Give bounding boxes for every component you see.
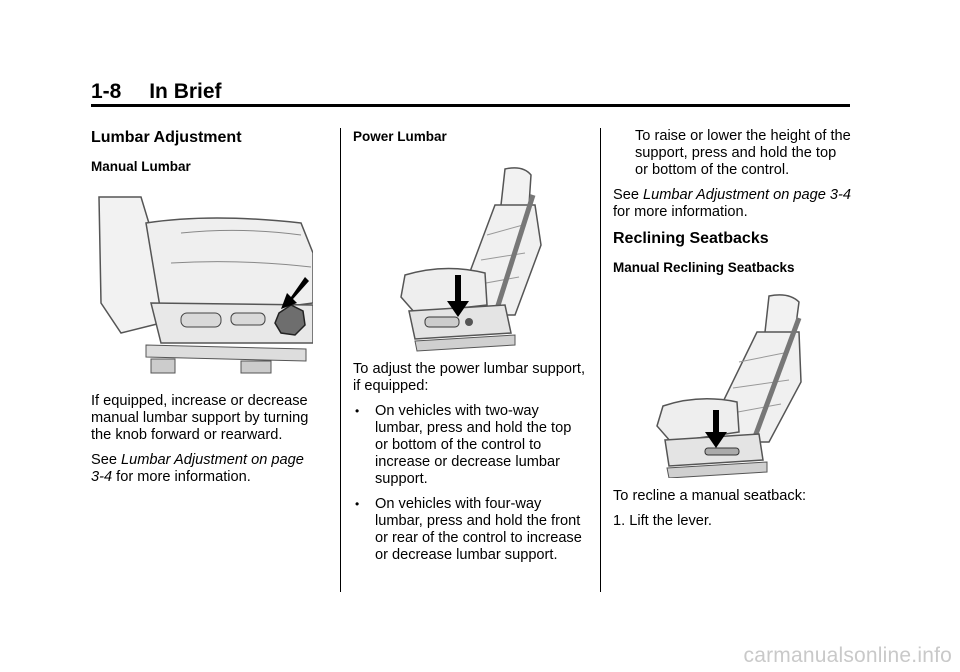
watermark: carmanualsonline.info (743, 644, 952, 667)
recline-text: To recline a manual seatback: (613, 488, 807, 504)
page-number: 1-8 (91, 80, 122, 103)
see-prefix: See (613, 187, 644, 203)
reclining-seat-illustration (649, 292, 853, 478)
see-reference-1: See Lumbar Adjustment on page 3-4 for mo… (91, 452, 316, 486)
list-item: • On vehicles with four-way lumbar, press… (353, 496, 585, 564)
continued-bullet-text: To raise or lower the height of the supp… (635, 128, 851, 178)
page-title: In Brief (149, 80, 222, 103)
bullet-icon: • (355, 497, 360, 511)
see-suffix: for more information. (112, 469, 251, 485)
section-heading-reclining: Reclining Seatbacks (613, 230, 769, 247)
seat-lumbar-knob-illustration (91, 193, 316, 377)
power-lumbar-text: To adjust the power lumbar support, if e… (353, 361, 586, 394)
cross-reference-link[interactable]: Lumbar Adjustment on page 3-4 (91, 452, 304, 485)
cross-reference-link[interactable]: Lumbar Adjustment on page 3-4 (643, 187, 851, 203)
section-heading-lumbar: Lumbar Adjustment (91, 129, 242, 146)
column-2: Power Lumbar To adjust the power lumbar … (353, 128, 585, 572)
list-item: 1. Lift the lever. (613, 513, 712, 529)
column-divider-2 (600, 128, 601, 592)
subheading-manual-lumbar: Manual Lumbar (91, 159, 191, 174)
subheading-power-lumbar: Power Lumbar (353, 129, 447, 144)
page-header: 1-8 In Brief (91, 80, 222, 104)
subheading-manual-reclining: Manual Reclining Seatbacks (613, 260, 795, 275)
manual-lumbar-text: If equipped, increase or decrease manual… (91, 393, 309, 443)
bullet-icon: • (355, 404, 360, 418)
see-suffix: for more information. (613, 204, 748, 220)
see-reference-2: See Lumbar Adjustment on page 3-4 for mo… (613, 187, 853, 221)
column-divider-1 (340, 128, 341, 592)
list-item: • On vehicles with two-way lumbar, press … (353, 403, 585, 488)
bullet-text: On vehicles with two-way lumbar, press a… (375, 403, 572, 487)
see-prefix: See (91, 452, 122, 468)
header-rule (91, 104, 850, 107)
column-1: Lumbar Adjustment Manual Lumbar If equip… (91, 128, 316, 494)
power-seat-illustration (395, 165, 585, 353)
bullet-text: On vehicles with four-way lumbar, press … (375, 496, 582, 563)
column-3: To raise or lower the height of the supp… (613, 128, 853, 530)
